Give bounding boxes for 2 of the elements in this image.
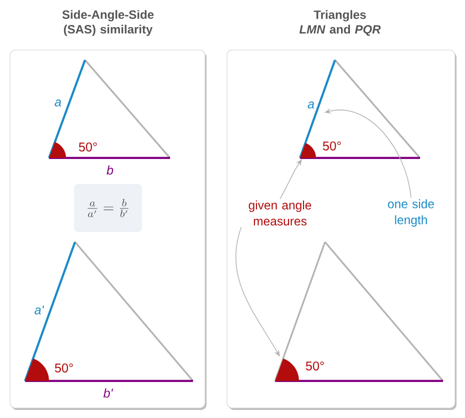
panel-title: Triangles LMN and PQR bbox=[299, 10, 381, 36]
panel-title: Side-Angle-Side (SAS) similarity bbox=[62, 10, 154, 36]
